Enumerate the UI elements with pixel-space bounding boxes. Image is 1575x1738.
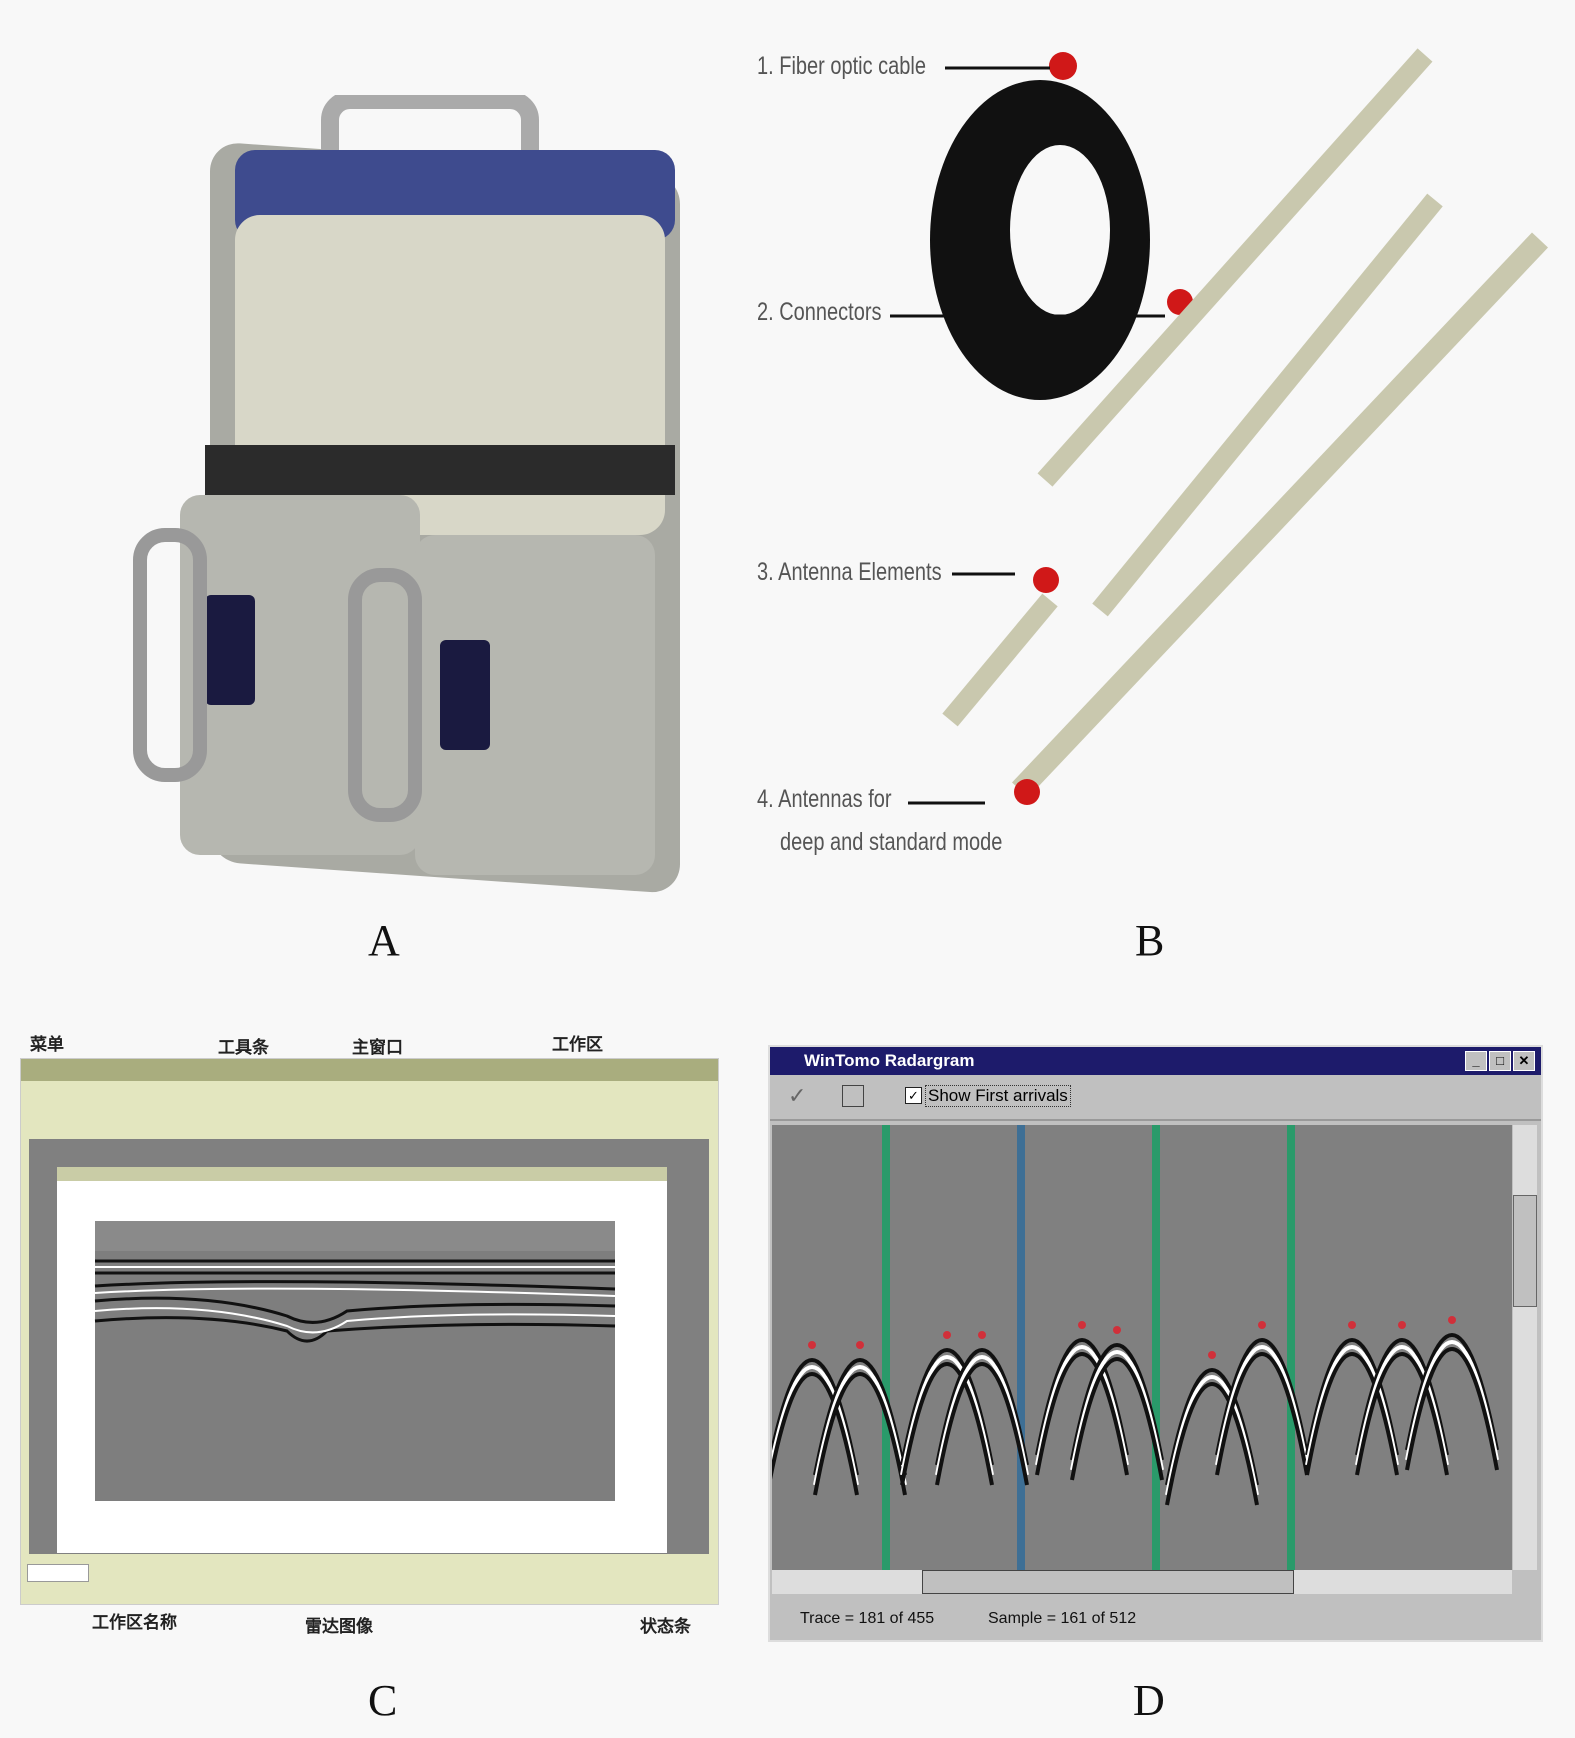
- hyperbola: [1305, 1345, 1399, 1466]
- status-sample: Sample = 161 of 512: [988, 1610, 1137, 1627]
- annotation-radar-image: 雷达图像: [305, 1617, 373, 1636]
- first-arrival-pick: [1448, 1316, 1456, 1324]
- hyperbola: [1355, 1352, 1449, 1476]
- radargram-view: [772, 1125, 1512, 1570]
- first-arrival-pick: [808, 1341, 816, 1349]
- first-arrival-pick: [1348, 1321, 1356, 1329]
- menu-toolbar: [21, 1081, 718, 1129]
- hyperbola: [772, 1358, 859, 1476]
- vertical-scroll-thumb[interactable]: [1513, 1195, 1537, 1307]
- window-title: WinTomo Radargram: [804, 1051, 975, 1070]
- workspace-tab[interactable]: [27, 1564, 89, 1582]
- wintomo-titlebar: WinTomo Radargram _ □ ✕: [770, 1047, 1541, 1075]
- hyperbola: [1070, 1350, 1164, 1471]
- annotation-workspace: 工作区: [552, 1035, 603, 1054]
- hyperbola: [813, 1358, 907, 1476]
- hyperbola: [772, 1372, 859, 1496]
- first-arrival-pick: [978, 1331, 986, 1339]
- annotation-menu: 菜单: [30, 1035, 64, 1054]
- hyperbola: [1355, 1345, 1449, 1466]
- first-arrival-pick: [1113, 1326, 1121, 1334]
- label-antenna-elements: 3. Antenna Elements: [757, 558, 942, 586]
- hyperbola: [1165, 1368, 1259, 1486]
- hyperbola: [1035, 1345, 1129, 1466]
- section-divider: [882, 1125, 890, 1570]
- hyperbola: [900, 1348, 994, 1466]
- hyperbola: [813, 1365, 907, 1486]
- hyperbola: [1070, 1357, 1164, 1481]
- annotation-workspace-name: 工作区名称: [92, 1613, 177, 1632]
- horizontal-scroll-thumb[interactable]: [922, 1570, 1294, 1594]
- vertical-scrollbar[interactable]: [1513, 1125, 1537, 1570]
- panel-label-b: B: [1135, 916, 1165, 965]
- annotation-main-window: 主窗口: [352, 1038, 403, 1057]
- section-divider: [1287, 1125, 1295, 1570]
- hyperbola: [1215, 1345, 1309, 1466]
- first-arrival-pick: [943, 1331, 951, 1339]
- minimize-button[interactable]: _: [1465, 1051, 1487, 1071]
- section-divider: [1017, 1125, 1025, 1570]
- hyperbola: [935, 1362, 1029, 1486]
- first-arrival-pick: [1258, 1321, 1266, 1329]
- panel-label-a: A: [368, 916, 400, 965]
- hyperbola: [935, 1348, 1029, 1466]
- export-icon[interactable]: [842, 1085, 864, 1107]
- hyperbola: [1405, 1347, 1499, 1471]
- hyperbola: [1035, 1338, 1129, 1456]
- section-divider: [1152, 1125, 1160, 1570]
- hyperbola: [1215, 1338, 1309, 1456]
- first-arrival-pick: [1398, 1321, 1406, 1329]
- hyperbola: [1305, 1352, 1399, 1476]
- hyperbola: [772, 1365, 859, 1486]
- first-arrival-pick: [1208, 1351, 1216, 1359]
- antenna-kit-image: [890, 48, 1548, 805]
- hyperbola: [1215, 1352, 1309, 1476]
- label-antennas-line1: 4. Antennas for: [757, 785, 892, 813]
- hyperbola: [1355, 1338, 1449, 1456]
- status-bar: Trace = 181 of 455 Sample = 161 of 512: [770, 1602, 1541, 1638]
- close-button[interactable]: ✕: [1513, 1051, 1535, 1071]
- wintomo-window: WinTomo Radargram _ □ ✕ ✓ ✓ Show First a…: [768, 1045, 1543, 1642]
- horizontal-scrollbar[interactable]: [772, 1570, 1512, 1594]
- label-connectors: 2. Connectors: [757, 298, 882, 326]
- radar-child-window: [57, 1167, 667, 1553]
- hyperbola: [1035, 1352, 1129, 1476]
- hyperbola: [935, 1355, 1029, 1476]
- hyperbola: [1165, 1382, 1259, 1506]
- checkmark-icon[interactable]: ✓: [788, 1083, 807, 1108]
- hyperbola: [813, 1372, 907, 1496]
- hyperbola: [900, 1362, 994, 1486]
- show-first-arrivals-checkbox[interactable]: ✓: [905, 1087, 922, 1104]
- show-first-arrivals-label[interactable]: Show First arrivals: [925, 1085, 1071, 1107]
- ramac-main-window: [20, 1058, 719, 1605]
- maximize-button[interactable]: □: [1489, 1051, 1511, 1071]
- annotation-status-bar: 状态条: [640, 1617, 691, 1636]
- hyperbola: [900, 1355, 994, 1476]
- hyperbola: [1070, 1343, 1164, 1461]
- hyperbola: [1405, 1333, 1499, 1451]
- control-unit-image: [133, 95, 680, 893]
- wintomo-toolbar: ✓ ✓ Show First arrivals: [770, 1075, 1541, 1121]
- panel-label-c: C: [368, 1676, 398, 1725]
- first-arrival-pick: [856, 1341, 864, 1349]
- first-arrival-pick: [1078, 1321, 1086, 1329]
- hyperbola: [1405, 1340, 1499, 1461]
- main-titlebar: [21, 1059, 718, 1081]
- annotation-toolbar: 工具条: [218, 1038, 269, 1057]
- radargram-image: [94, 1221, 616, 1501]
- hyperbola: [1305, 1338, 1399, 1456]
- hyperbola: [1165, 1375, 1259, 1496]
- label-fiber-optic-cable: 1. Fiber optic cable: [757, 52, 926, 80]
- status-trace: Trace = 181 of 455: [800, 1610, 935, 1627]
- workspace: [29, 1139, 709, 1554]
- label-antennas-line2: deep and standard mode: [780, 828, 1003, 856]
- panel-label-d: D: [1133, 1676, 1165, 1725]
